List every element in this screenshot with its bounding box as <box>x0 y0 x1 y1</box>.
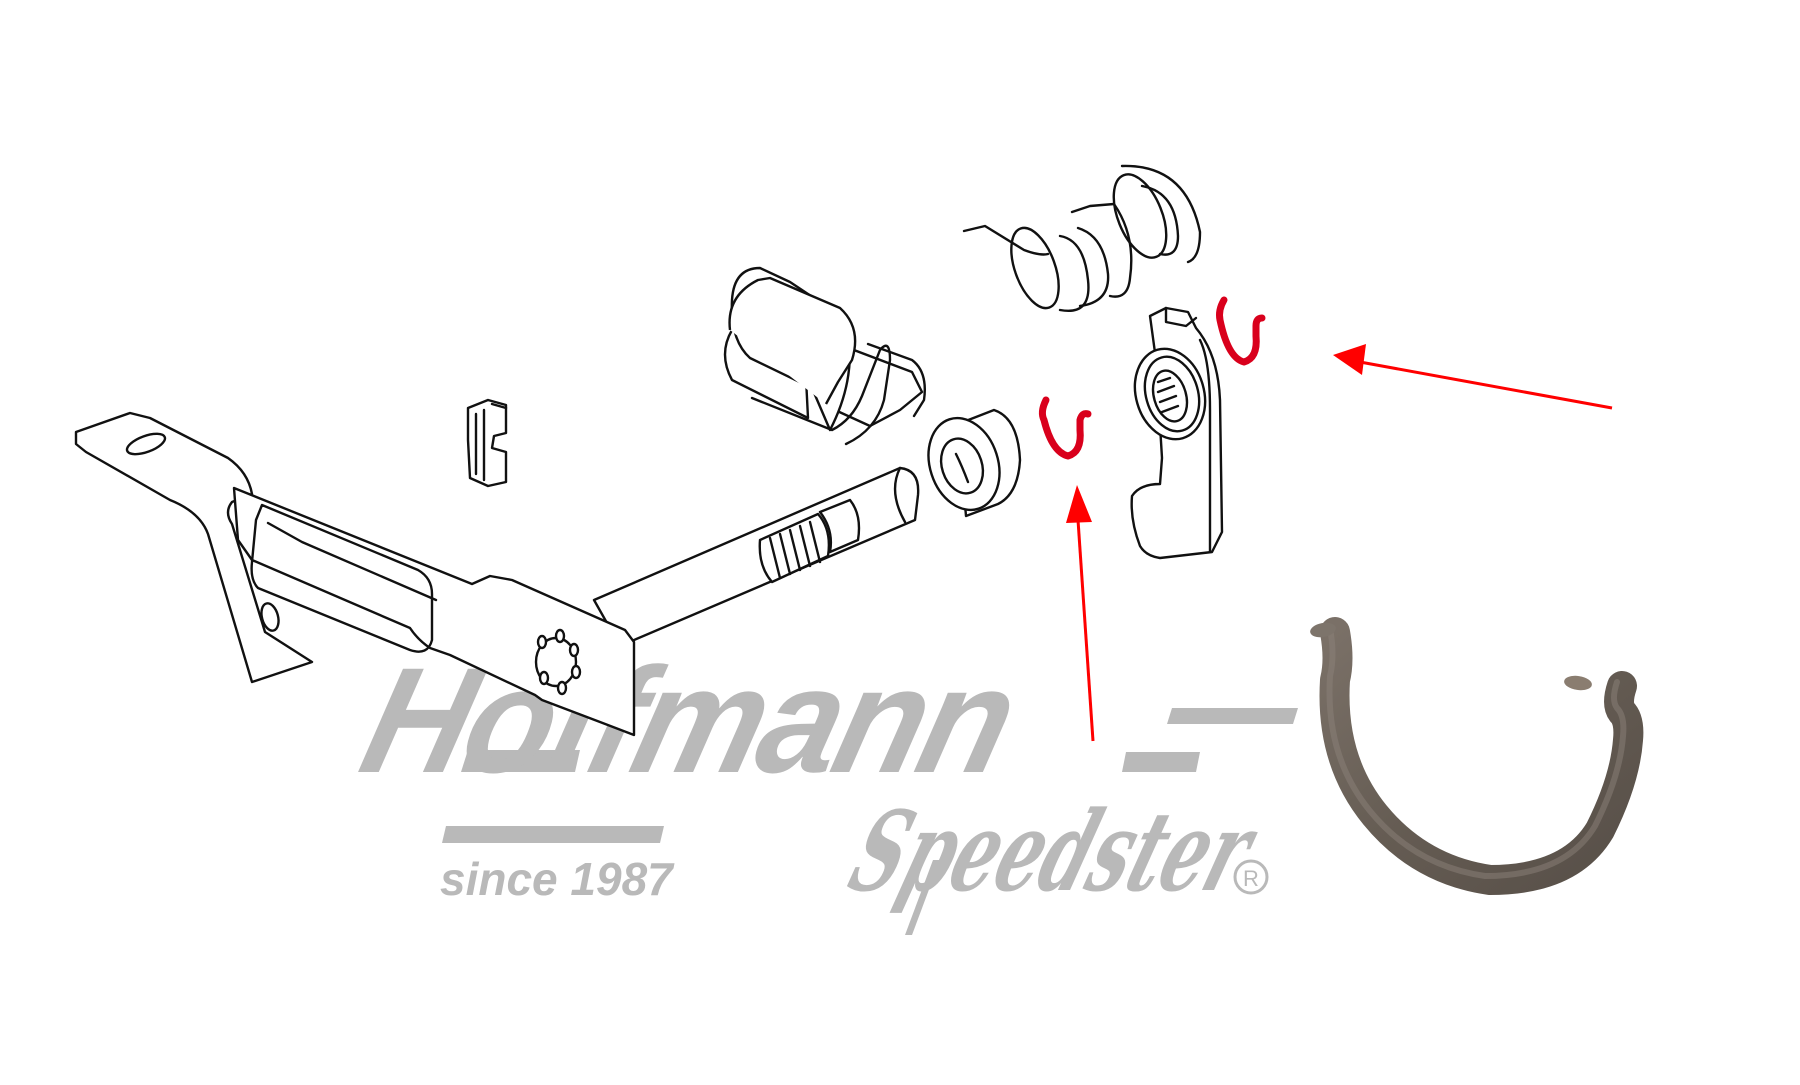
small-retaining-clip <box>466 398 508 488</box>
clip-product-photo <box>1310 617 1644 895</box>
pedal-arm-lever <box>232 486 636 737</box>
logo-hoffmann-tail <box>1122 752 1200 772</box>
pedal-slot-top <box>125 432 167 456</box>
highlighted-retaining-clip-1 <box>1038 396 1092 460</box>
pedal-slot-lower <box>260 602 280 632</box>
bolt-hole-pattern <box>534 628 582 696</box>
splined-lever <box>1130 306 1224 560</box>
logo-speedster: Speedster <box>836 787 1273 917</box>
logo-underline-left <box>461 750 580 772</box>
registered-mark-letter: R <box>1243 866 1259 891</box>
pedal-arm-body <box>74 411 314 684</box>
shaft-spline <box>758 498 861 584</box>
pedal-shaft <box>592 466 920 648</box>
logo-dash-right <box>1167 708 1298 724</box>
highlighted-retaining-clip-2 <box>1216 296 1266 366</box>
registered-mark-circle <box>1233 859 1269 895</box>
return-spring <box>962 164 1202 313</box>
bushing-sleeve <box>723 266 926 446</box>
arrow-to-clip-1 <box>1066 485 1095 742</box>
logo-speedster-descender <box>905 860 940 935</box>
logo-underline-since <box>442 826 664 843</box>
pedal-arm <box>74 411 920 737</box>
brand-logo: Hoffmann since 1987 Speedster R <box>347 637 1298 935</box>
bearing <box>927 408 1022 518</box>
arrow-to-clip-2 <box>1333 344 1613 410</box>
lever-spline-boss <box>1133 347 1207 441</box>
logo-hoffmann: Hoffmann <box>347 637 1029 804</box>
logo-tagline: since 1987 <box>440 853 675 905</box>
